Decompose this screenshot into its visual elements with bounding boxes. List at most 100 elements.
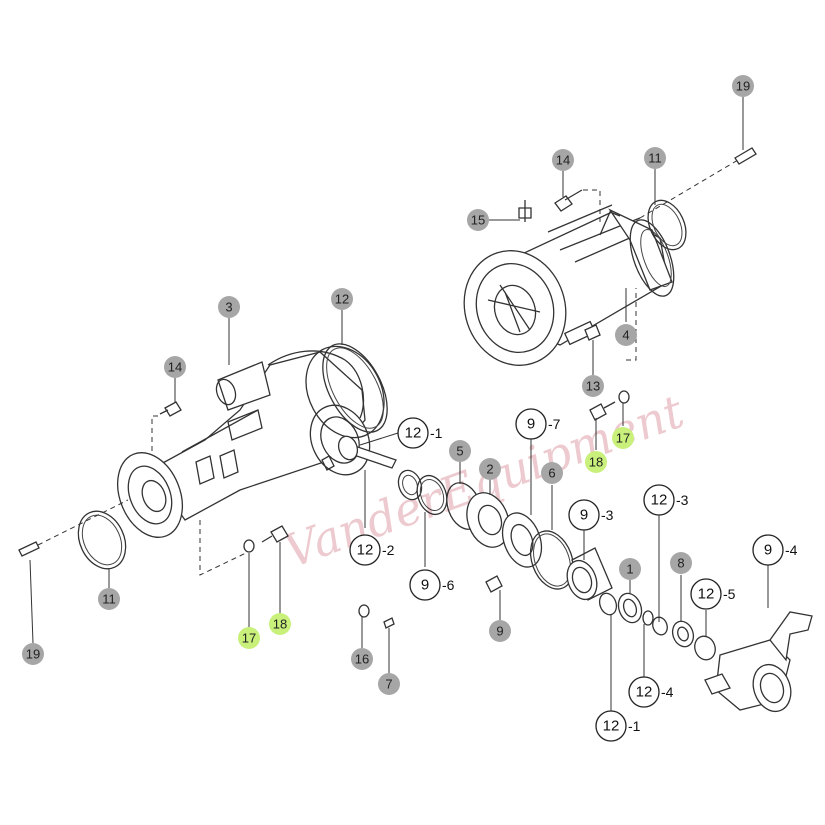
bolt-14-top (554, 189, 583, 212)
part-16-ring (358, 604, 370, 618)
callout-12-top: 12 (331, 288, 353, 310)
callout-8: 8 (670, 552, 692, 574)
svg-text:9: 9 (580, 507, 588, 524)
callout-16: 16 (351, 648, 373, 670)
svg-text:12: 12 (405, 425, 422, 442)
callout-17-right: 17 (612, 427, 634, 449)
steering-knuckle-9-4 (704, 611, 813, 713)
callout-17-left: 17 (238, 627, 260, 649)
axle-housing-right (463, 200, 675, 366)
pin-19-left (18, 541, 40, 557)
callout-18-left: 18 (269, 613, 291, 635)
svg-text:18: 18 (589, 455, 603, 470)
leader-lines (29, 97, 769, 712)
part-7-plug (383, 617, 395, 629)
bolt-14-left (159, 401, 182, 417)
svg-text:18: 18 (273, 617, 287, 632)
svg-text:-3: -3 (676, 492, 689, 508)
svg-text:17: 17 (616, 431, 630, 446)
callout-14-top: 14 (552, 149, 574, 171)
svg-text:5: 5 (456, 444, 463, 459)
svg-text:11: 11 (648, 151, 662, 166)
callout-12-2: 12 -2 (349, 534, 395, 566)
svg-text:2: 2 (486, 462, 493, 477)
svg-text:15: 15 (471, 213, 485, 228)
o-ring-12-top (322, 343, 388, 433)
svg-text:8: 8 (677, 556, 684, 571)
svg-text:17: 17 (242, 631, 256, 646)
bearing-12-1-upper (397, 469, 423, 501)
callout-14-left: 14 (164, 356, 186, 378)
svg-text:-4: -4 (661, 684, 674, 700)
svg-text:11: 11 (102, 592, 116, 607)
callout-13: 13 (582, 375, 604, 397)
callout-1: 1 (619, 558, 641, 580)
callout-12-1-upper: 12 -1 (397, 417, 443, 449)
svg-text:13: 13 (586, 379, 600, 394)
callout-19-left: 19 (22, 643, 44, 665)
callout-11-left: 11 (98, 588, 120, 610)
ring-9-6 (416, 474, 448, 516)
svg-text:12: 12 (603, 718, 620, 735)
callout-6: 6 (541, 462, 563, 484)
o-ring-6 (529, 530, 575, 590)
svg-text:-6: -6 (442, 577, 455, 593)
bolt-13 (584, 324, 601, 341)
seal-12-4 (642, 610, 654, 626)
svg-text:12: 12 (651, 492, 668, 509)
svg-text:-1: -1 (628, 718, 641, 734)
differential-housing-left (117, 345, 385, 538)
svg-text:9: 9 (421, 577, 429, 594)
washer-17-right (618, 390, 630, 404)
svg-text:3: 3 (225, 300, 232, 315)
svg-text:-7: -7 (548, 416, 561, 432)
callout-9-4: 9 -4 (752, 534, 798, 566)
svg-text:12: 12 (335, 292, 349, 307)
callout-12-3: 12 -3 (643, 484, 689, 516)
o-ring-11-right (647, 199, 687, 251)
callout-7: 7 (378, 673, 400, 695)
svg-text:-1: -1 (430, 425, 443, 441)
svg-text:-5: -5 (723, 586, 736, 602)
svg-text:9: 9 (764, 542, 772, 559)
callout-9-bolt: 9 (489, 620, 511, 642)
o-ring-11-left (77, 510, 127, 570)
callout-9-6: 9 -6 (409, 569, 455, 601)
svg-text:14: 14 (168, 360, 182, 375)
callout-9-3: 9 -3 (568, 499, 614, 531)
ring-12-3 (652, 616, 668, 636)
callout-18-right: 18 (585, 451, 607, 473)
pin-19-top (734, 147, 757, 165)
svg-text:7: 7 (385, 677, 392, 692)
bolt-18-left (261, 525, 289, 543)
callout-19-top: 19 (732, 75, 754, 97)
flange-2 (466, 492, 510, 548)
svg-text:4: 4 (622, 328, 629, 343)
pinion-shaft-12-2 (337, 435, 397, 469)
callout-9-7: 9 -7 (515, 408, 561, 440)
nut-8 (671, 620, 695, 648)
svg-text:-4: -4 (785, 542, 798, 558)
svg-text:6: 6 (548, 466, 555, 481)
bearing-12-1-lower (598, 592, 618, 616)
callout-12-4: 12 -4 (628, 676, 674, 708)
svg-text:1: 1 (626, 562, 633, 577)
callout-2: 2 (479, 458, 501, 480)
svg-text:19: 19 (736, 79, 750, 94)
svg-text:12: 12 (698, 586, 715, 603)
bearing-1 (617, 592, 643, 624)
callout-12-5: 12 -5 (690, 578, 736, 610)
svg-text:12: 12 (636, 684, 653, 701)
svg-text:14: 14 (556, 153, 570, 168)
callout-12-1-lower: 12 -1 (595, 710, 641, 742)
svg-text:19: 19 (26, 647, 40, 662)
sleeve-9-3 (566, 547, 613, 601)
svg-text:9: 9 (527, 416, 535, 433)
callout-4: 4 (615, 324, 637, 346)
bolt-9 (485, 575, 503, 593)
callout-11-top: 11 (644, 147, 666, 169)
svg-text:-3: -3 (601, 507, 614, 523)
svg-text:12: 12 (357, 542, 374, 559)
bolt-18-right (589, 401, 616, 421)
